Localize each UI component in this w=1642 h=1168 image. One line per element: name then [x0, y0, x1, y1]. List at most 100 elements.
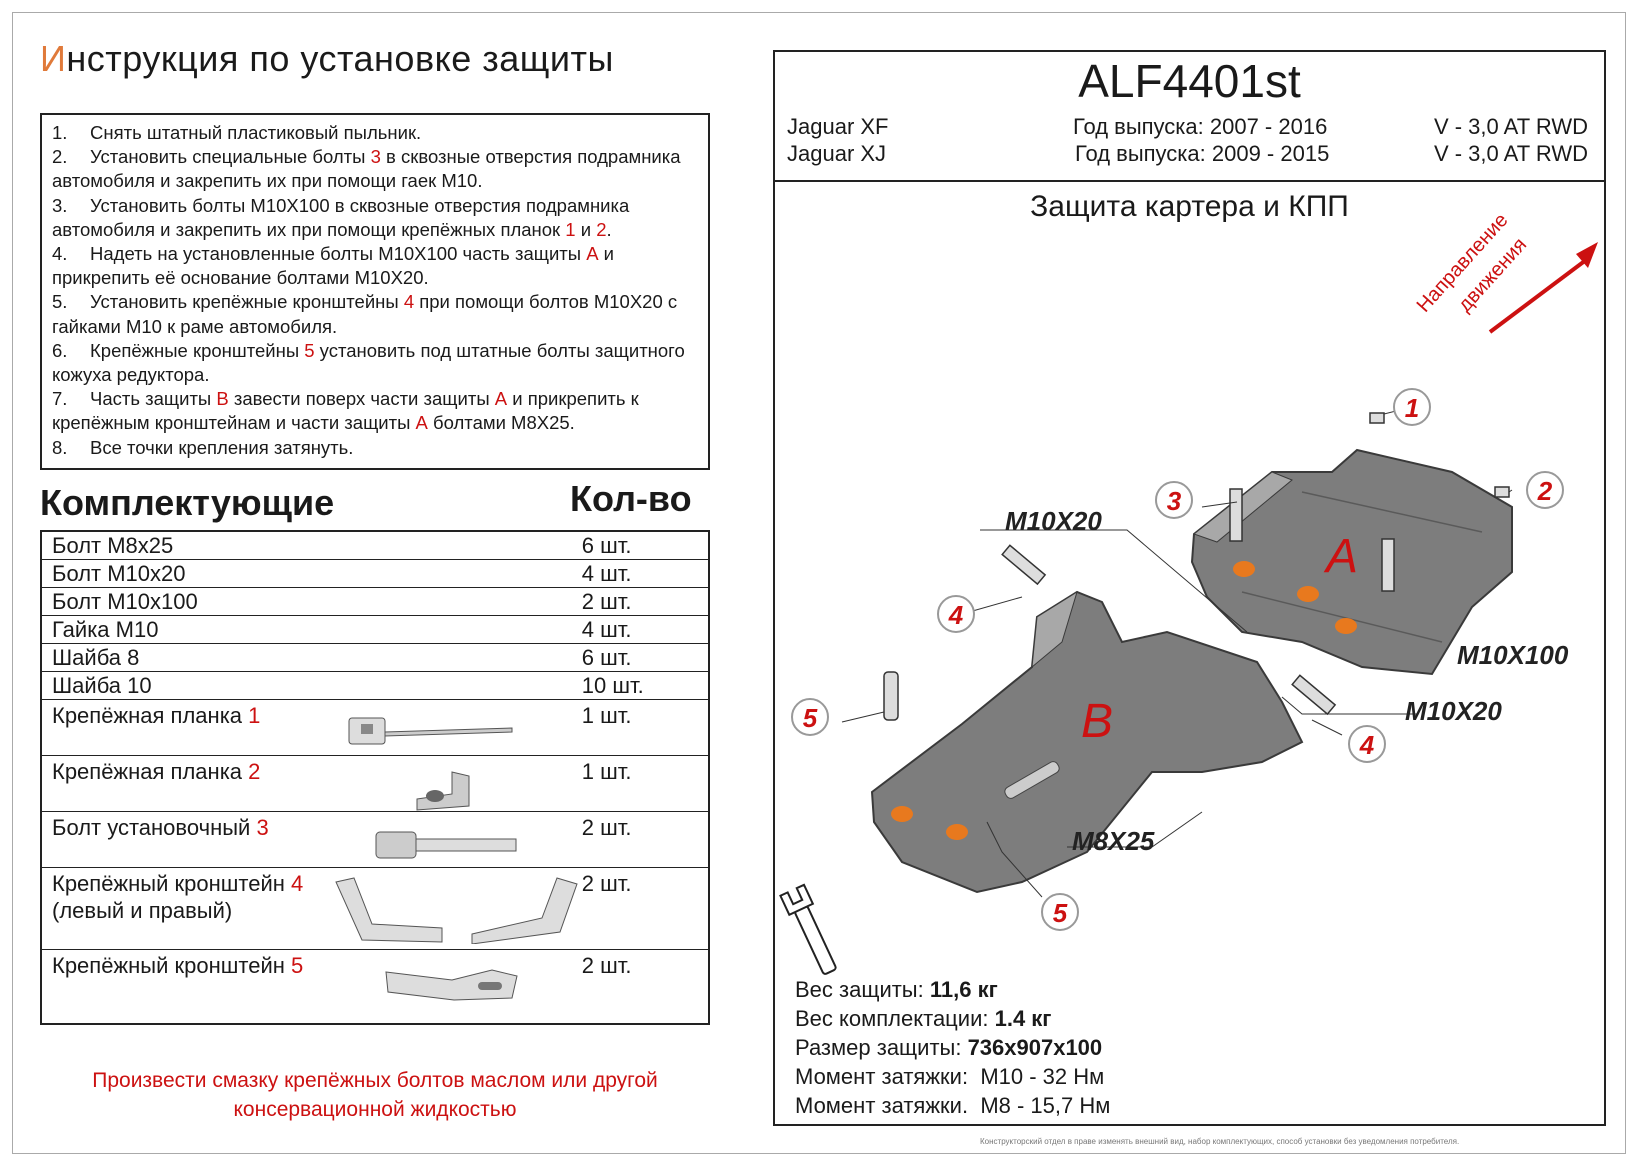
fastener-labels: M10X20 M10X100 M10X20 M8X25 [1005, 506, 1569, 856]
part-name: Шайба 8 [52, 645, 140, 670]
part-name-cell: Крепёжный кронштейн 4(левый и правый) [41, 867, 578, 950]
spec-value: 11,6 кг [929, 977, 998, 1002]
callout-number: 4 [1359, 730, 1375, 760]
part-name-cell: Крепёжный кронштейн 5 [41, 950, 522, 1024]
bolt-sketch [375, 831, 517, 859]
step-number: 8. [52, 436, 68, 458]
spec-value: 1.4 кг [994, 1006, 1052, 1031]
disclaimer: Конструкторский отдел в праве изменять в… [980, 1137, 1460, 1146]
part-quantity: 4 шт. [521, 615, 709, 644]
parts-row: Болт М8х25 6 шт. [41, 531, 709, 560]
step-text: Установить специальные болты [90, 146, 371, 168]
part-note: (левый и правый) [52, 898, 233, 923]
part-number: 1 [248, 703, 261, 728]
part-name: Болт М10х20 [52, 561, 186, 586]
part-name-cell: Крепёжная планка 2 [41, 755, 522, 812]
callouts: 1 2 3 4 4 5 5 [791, 388, 1564, 931]
part-quantity: 2 шт. [521, 587, 709, 616]
shield-part-a: A [1190, 448, 1513, 676]
part-name-cell: Шайба 8 [41, 643, 522, 672]
step-text: Часть защиты [90, 388, 217, 410]
car-years: Год выпуска: 2007 - 2016 [1073, 114, 1328, 139]
bracket-pair-sketch [335, 877, 578, 945]
brand-logo [1335, 618, 1357, 634]
spec-value: 736х907х100 [967, 1035, 1103, 1060]
part-name: Болт М8х25 [52, 533, 174, 558]
part-name-cell: Гайка М10 [41, 615, 522, 644]
part-reference: А [586, 243, 599, 265]
part-b-label: B [1081, 695, 1113, 748]
car-engine: V - 3,0 AT RWD [1433, 114, 1588, 139]
spec-label: Вес комплектации: [795, 1006, 995, 1031]
part-name-cell: Болт М10х100 [41, 587, 522, 616]
lubrication-note: Произвести смазку крепёжных болтов масло… [92, 1069, 658, 1121]
part-reference: А [494, 388, 508, 410]
part-name-cell: Болт установочный 3 [41, 811, 522, 868]
parts-row: Крепёжный кронштейн 4(левый и правый)2 ш… [41, 867, 709, 950]
step-text: в сквозные отверстия подрамника автомоби… [52, 146, 681, 192]
brand-logo [1233, 561, 1255, 577]
instruction-steps: 1.Снять штатный пластиковый пыльник.2. Ус… [40, 113, 710, 470]
instruction-step: 3.Установить болты М10Х100 в сквозные от… [52, 194, 698, 242]
parts-row: Болт М10х20 4 шт. [41, 559, 709, 588]
car-model: Jaguar XF [787, 114, 889, 139]
instruction-step: 5.Установить крепёжные кронштейны 4 при … [52, 290, 698, 338]
spec-line: Момент затяжки. М8 - 15,7 Нм [795, 1091, 1110, 1120]
part-name-cell: Болт М8х25 [41, 531, 522, 560]
fastener-label: M10X100 [1457, 640, 1569, 670]
instruction-step: 6.Крепёжные кронштейны 5 установить под … [52, 339, 698, 387]
spec-label: Размер защиты: [795, 1035, 968, 1060]
step-number: 3. [52, 194, 68, 216]
part-quantity: 6 шт. [521, 531, 709, 560]
step-text: и прикрепить её основание болтами М10Х20… [52, 243, 615, 289]
part-a-label: A [1323, 530, 1358, 583]
part-reference: 4 [403, 291, 415, 313]
step-text: при помощи болтов М10Х20 с гайками М10 к… [52, 291, 678, 337]
part-reference: А [415, 412, 428, 434]
car-engine: V - 3,0 AT RWD [1433, 141, 1588, 166]
wrench-icon [779, 883, 837, 975]
instruction-step: 7.Часть защиты В завести поверх части за… [52, 387, 698, 435]
step-text: и прикрепить к крепёжным кронштейнам и ч… [52, 388, 639, 434]
angle-plate-sketch [416, 771, 470, 811]
spec-line: Размер защиты: 736х907х100 [795, 1033, 1110, 1062]
instruction-step: 4.Надеть на установленные болты М10Х100 … [52, 242, 698, 290]
callout-number: 1 [1405, 393, 1419, 423]
spec-label: Момент затяжки: [795, 1064, 981, 1089]
part-number: 2 [248, 759, 261, 784]
step-number: 6. [52, 339, 68, 361]
step-text: Крепёжные кронштейны [90, 339, 305, 361]
step-text: Установить крепёжные кронштейны [90, 291, 404, 313]
step-text: Установить болты М10Х100 в сквозные отве… [52, 194, 630, 240]
product-code: ALF4401st [1078, 55, 1301, 107]
instruction-step: 1.Снять штатный пластиковый пыльник. [52, 121, 698, 145]
spec-line: Вес комплектации: 1.4 кг [795, 1004, 1110, 1033]
bracket-sketch [385, 969, 518, 1001]
mounting-hardware [883, 412, 1510, 721]
instruction-step: 2.Установить специальные болты 3 в сквоз… [52, 145, 698, 193]
part-quantity: 2 шт. [521, 811, 709, 868]
bracket-5-sketch [1004, 761, 1060, 799]
step-text: . [606, 218, 612, 240]
part-number: 4 [291, 871, 304, 896]
part-reference: 1 [565, 218, 576, 240]
direction-indicator: Направление движения [1413, 209, 1598, 334]
fastener-label: M10X20 [1005, 506, 1102, 536]
step-number: 4. [52, 243, 68, 265]
part-name: Крепёжная планка [52, 703, 249, 728]
step-number: 1. [52, 122, 68, 143]
part-quantity: 1 шт. [521, 699, 709, 756]
step-text: Все точки крепления затянуть. [90, 436, 354, 458]
step-number: 2. [52, 146, 68, 168]
plate-sketch [348, 717, 513, 745]
car-years: Год выпуска: 2009 - 2015 [1075, 141, 1330, 166]
parts-row: Крепёжная планка 1 1 шт. [41, 699, 709, 756]
part-quantity: 4 шт. [521, 559, 709, 588]
